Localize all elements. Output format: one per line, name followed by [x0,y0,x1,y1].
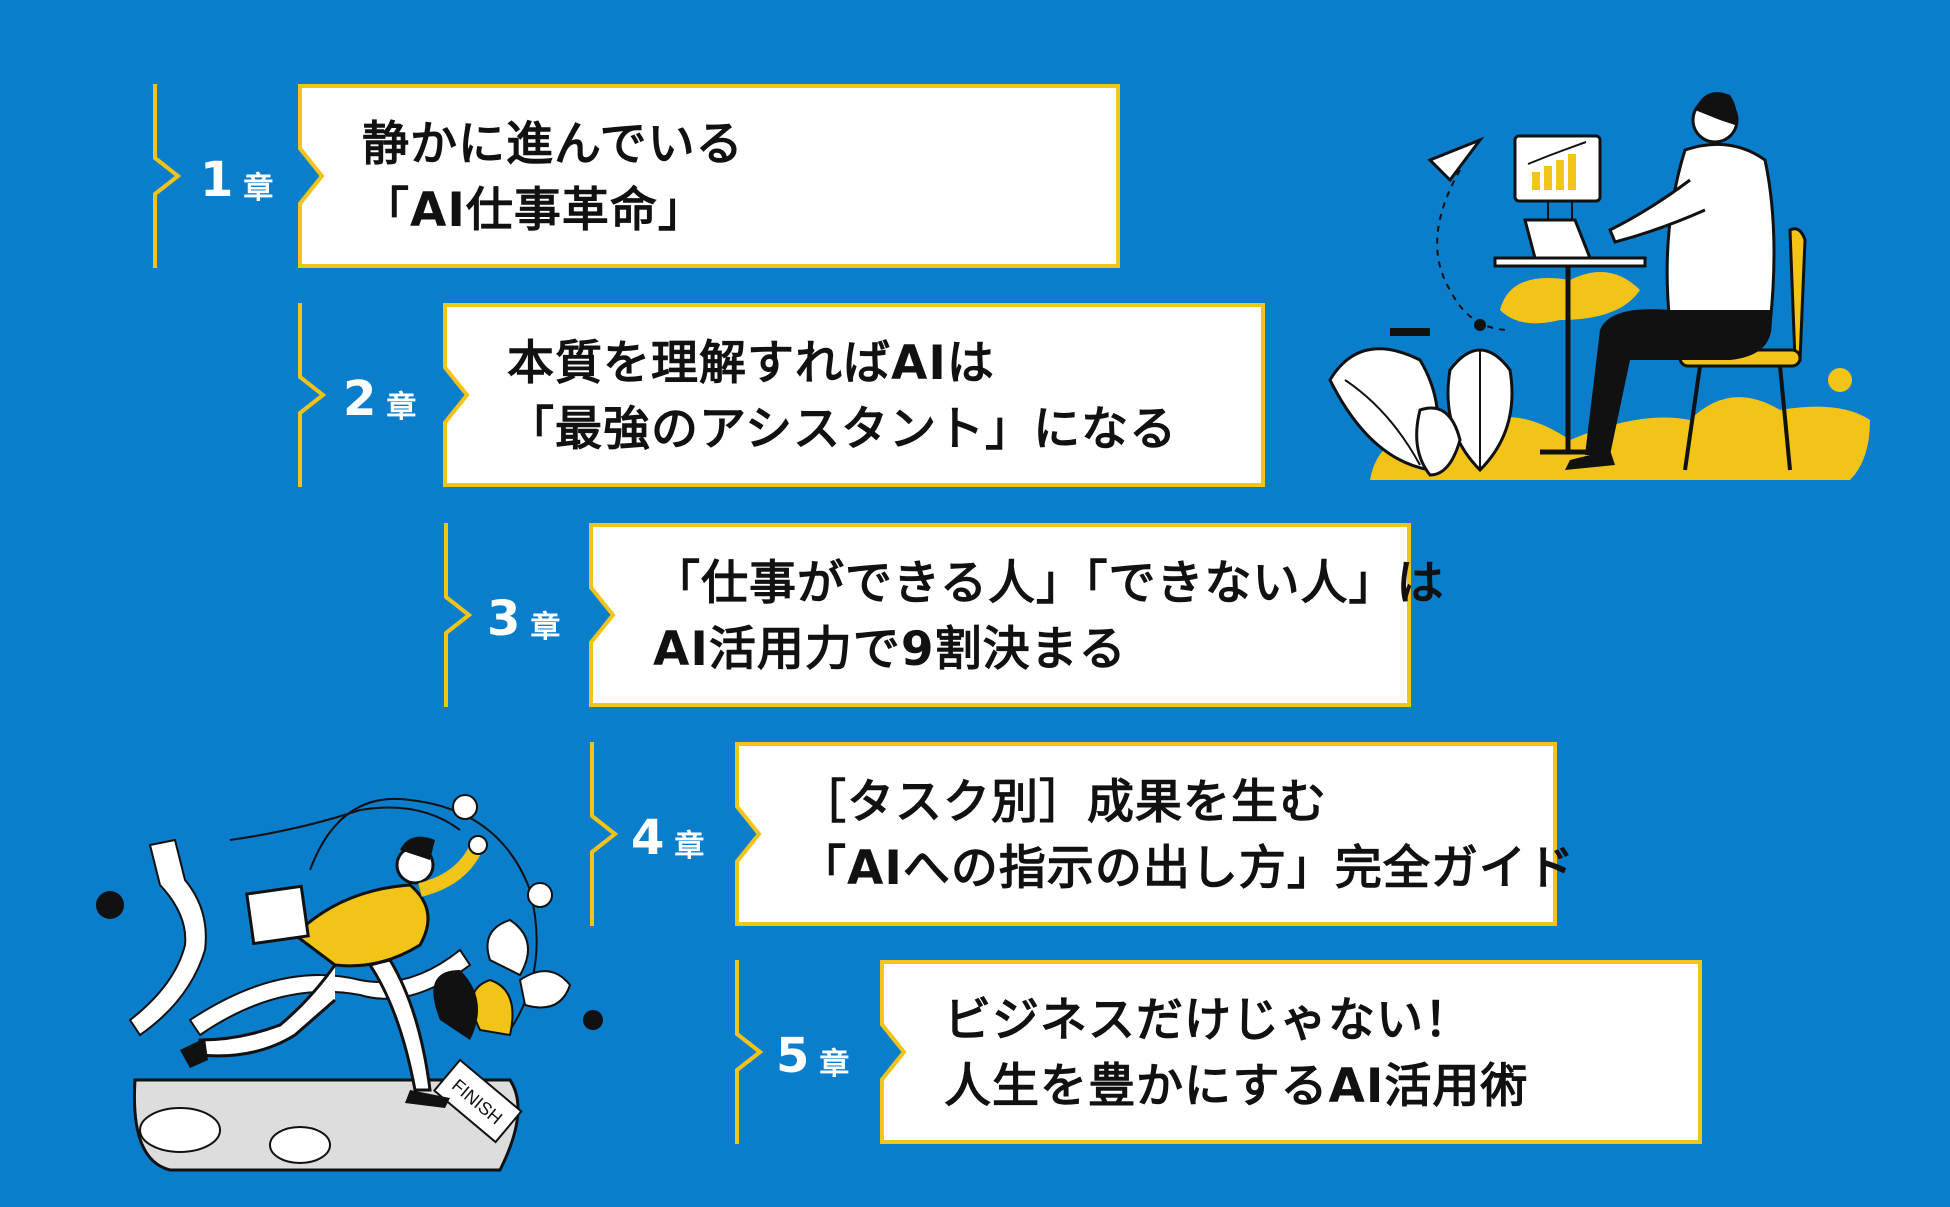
box-notch [735,804,762,864]
box-notch [298,146,325,206]
box-notch [589,585,616,645]
bracket-marker [590,742,619,926]
chapter-title: 本質を理解すればAIは 「最強のアシスタント」になる [507,336,1178,457]
bracket-marker [298,303,327,487]
box-notch [443,365,470,425]
chapter-title: ビジネスだけじゃない！ 人生を豊かにするAI活用術 [944,993,1529,1114]
bracket-marker [153,84,182,268]
runner-finish-illustration: FINISH [96,794,603,1172]
chapter-title: 静かに進んでいる 「AI仕事革命」 [362,117,744,238]
box-notch [880,1022,907,1082]
chapter-title: 「仕事ができる人」「できない人」は AI活用力で9割決まる [653,556,1445,677]
bracket-marker [444,523,473,707]
bracket-marker [735,960,764,1144]
chapter-title-box: 静かに進んでいる 「AI仕事革命」 [298,84,1120,268]
chapter-title-box: ［タスク別］成果を生む 「AIへの指示の出し方」完全ガイド [735,742,1574,926]
chapter-title: ［タスク別］成果を生む 「AIへの指示の出し方」完全ガイド [799,775,1575,896]
chapter-title-box: 本質を理解すればAIは 「最強のアシスタント」になる [443,303,1265,487]
chapter-title-box: ビジネスだけじゃない！ 人生を豊かにするAI活用術 [880,960,1702,1144]
laptop-worker-illustration [1328,92,1870,480]
chapter-title-box: 「仕事ができる人」「できない人」は AI活用力で9割決まる [589,523,1444,707]
